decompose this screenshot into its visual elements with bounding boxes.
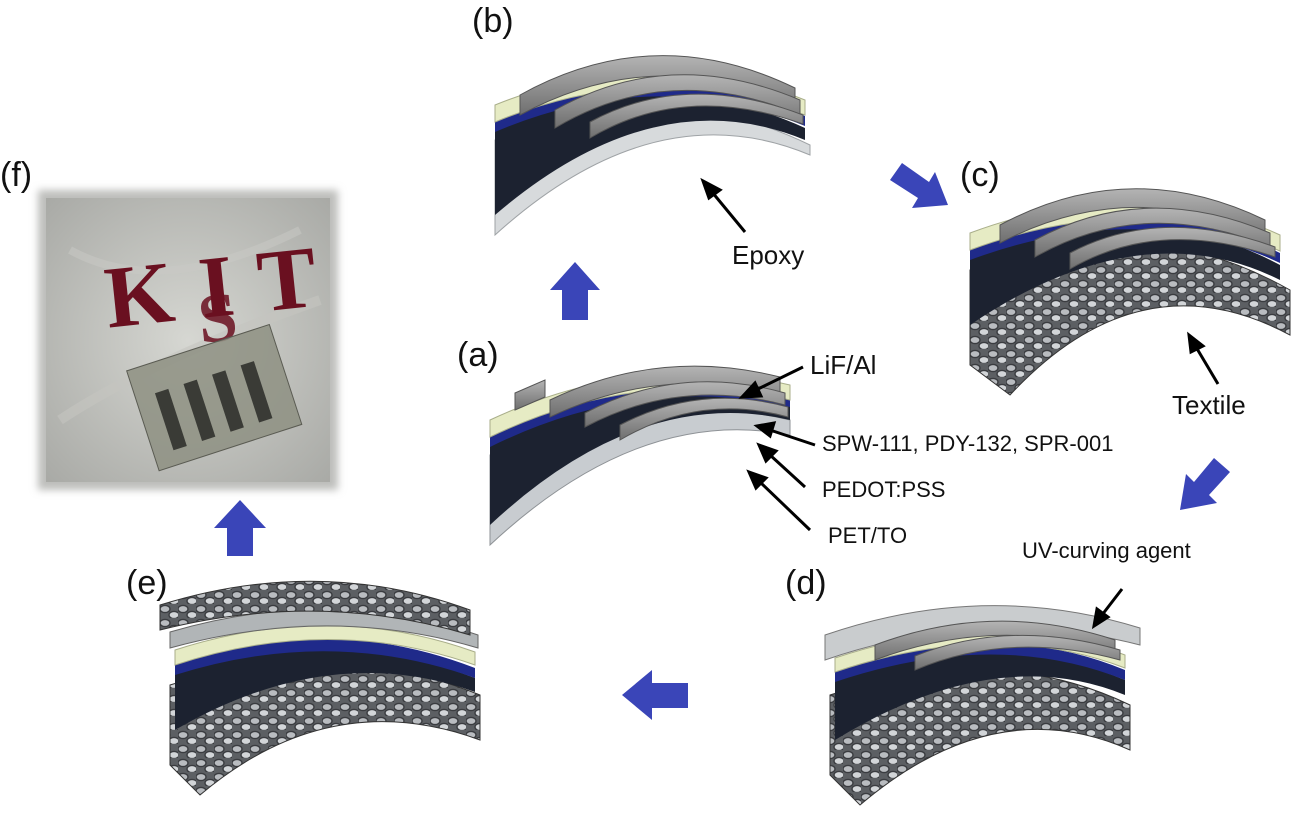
annotation-pointers bbox=[700, 177, 1220, 630]
emitter-pointer-head bbox=[753, 421, 777, 439]
arrow-b-to-c bbox=[890, 163, 948, 208]
label-pedot-pss: PEDOT:PSS bbox=[822, 477, 946, 502]
stack-e bbox=[159, 580, 481, 796]
oled-electrode bbox=[212, 370, 244, 432]
label-epoxy: Epoxy bbox=[732, 240, 805, 270]
oled-electrode bbox=[240, 361, 273, 423]
fabric-fold bbox=[68, 226, 302, 275]
uv-pointer-head bbox=[1091, 606, 1111, 630]
label-lif-al: LiF/Al bbox=[810, 350, 877, 380]
epoxy-pointer-head bbox=[700, 177, 723, 201]
arrow-d-to-e bbox=[622, 670, 688, 720]
arrow-a-to-b bbox=[550, 262, 600, 320]
dark-layer bbox=[495, 94, 805, 215]
textile-pointer-head bbox=[1187, 331, 1206, 355]
arrow-e-to-f bbox=[214, 500, 266, 556]
electrode-strip bbox=[619, 397, 789, 441]
label-emitters: SPW-111, PDY-132, SPR-001 bbox=[822, 431, 1114, 456]
panel-label-c: (c) bbox=[960, 156, 1000, 194]
panel-label-d: (d) bbox=[785, 564, 827, 602]
textile-pointer bbox=[1194, 346, 1220, 385]
electrode-strip bbox=[589, 93, 804, 139]
label-textile: Textile bbox=[1172, 390, 1246, 420]
lif-al-electrodes bbox=[999, 188, 1276, 270]
dark-layer bbox=[175, 648, 475, 730]
oled-sample bbox=[126, 323, 303, 472]
pet-pointer-head bbox=[746, 469, 769, 491]
uv-pointer bbox=[1100, 588, 1124, 616]
label-pet-to: PET/TO bbox=[828, 523, 908, 548]
electrode-strip bbox=[514, 379, 546, 411]
pedot-pointer-head bbox=[756, 442, 779, 464]
label-uv-agent: UV-curving agent bbox=[1022, 538, 1191, 563]
electrode-strip bbox=[1069, 226, 1276, 270]
stack-c bbox=[969, 188, 1291, 396]
lif-al-electrodes bbox=[874, 620, 1121, 671]
device-photo: K I T S bbox=[38, 190, 338, 490]
dark-layer bbox=[490, 393, 790, 525]
pedot-layer bbox=[970, 216, 1280, 263]
kist-logo: K I T bbox=[100, 229, 323, 348]
panel-label-a: (a) bbox=[457, 336, 499, 374]
arrow-c-to-d bbox=[1180, 458, 1230, 510]
epoxy-pointer bbox=[710, 191, 747, 233]
flow-arrows bbox=[214, 163, 1230, 720]
pedot-layer bbox=[175, 638, 475, 678]
dark-layer bbox=[835, 652, 1125, 740]
panel-label-e: (e) bbox=[126, 564, 168, 602]
emitter-pointer bbox=[769, 428, 816, 447]
panel-label-b: (b) bbox=[472, 2, 514, 40]
stack-a bbox=[489, 365, 791, 547]
electrode-strip bbox=[914, 634, 1121, 671]
pedot-pointer bbox=[768, 453, 807, 489]
oled-electrode bbox=[183, 379, 216, 442]
lif-al-electrodes bbox=[519, 55, 804, 139]
oled-electrode bbox=[154, 388, 187, 451]
panel-label-f: (f) bbox=[0, 156, 33, 194]
stack-d bbox=[824, 605, 1141, 806]
electrode-strip bbox=[584, 381, 786, 428]
lif-al-pointer bbox=[755, 365, 804, 392]
top-textile-layer bbox=[159, 580, 471, 636]
pet-pointer bbox=[758, 480, 812, 532]
lif-al-electrodes bbox=[514, 365, 789, 441]
stack-b bbox=[494, 55, 811, 237]
lif-al-pointer-head bbox=[738, 380, 764, 399]
